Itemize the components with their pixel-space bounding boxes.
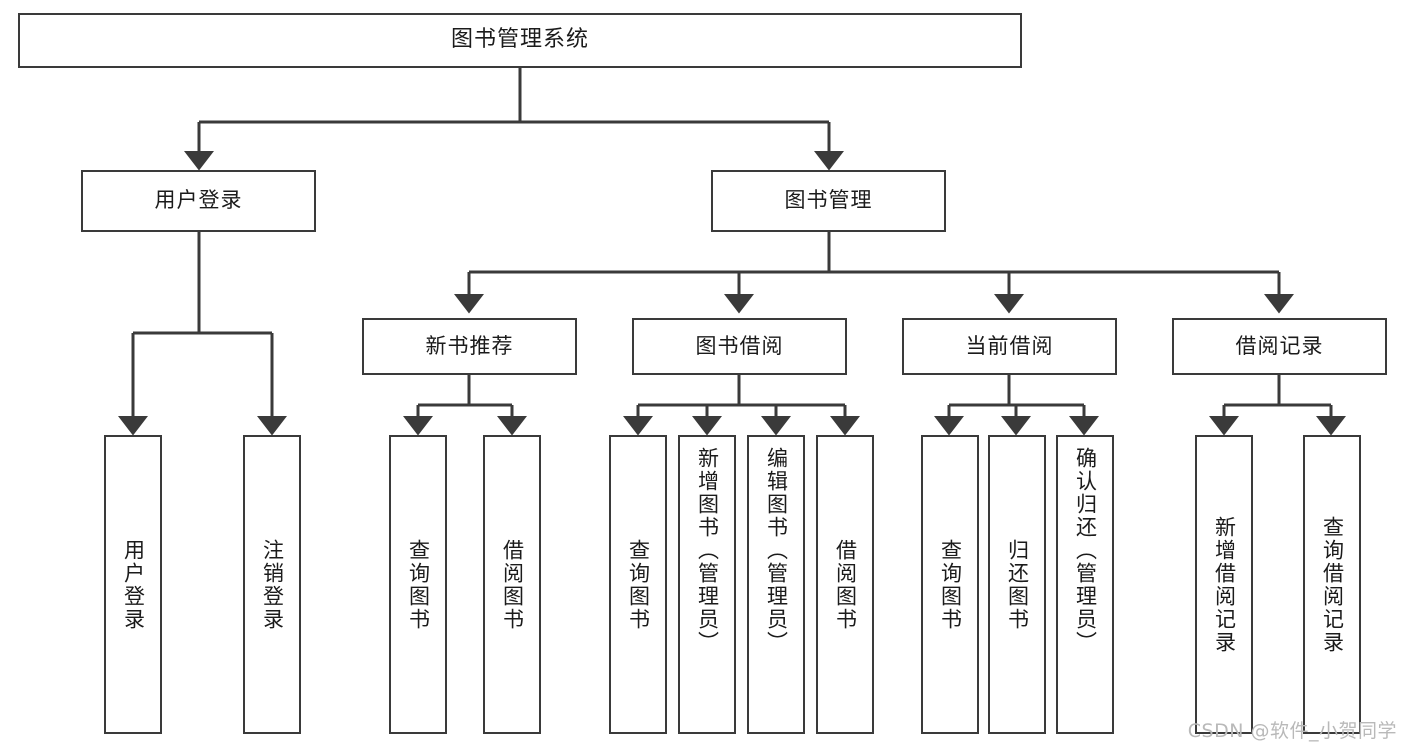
leaf-current-confirm-return-admin[interactable]: 确认归还（管理员） bbox=[1056, 435, 1114, 734]
node-label: 借阅图书 bbox=[833, 538, 858, 631]
leaf-recommend-query-book[interactable]: 查询图书 bbox=[389, 435, 447, 734]
node-root-system[interactable]: 图书管理系统 bbox=[18, 13, 1022, 68]
node-label: 当前借阅 bbox=[965, 333, 1054, 358]
leaf-current-return-book[interactable]: 归还图书 bbox=[988, 435, 1046, 734]
leaf-user-login[interactable]: 用户登录 bbox=[104, 435, 162, 734]
node-label: 图书管理系统 bbox=[450, 27, 589, 53]
leaf-borrow-borrow-book[interactable]: 借阅图书 bbox=[816, 435, 874, 734]
leaf-record-add-borrow-record[interactable]: 新增借阅记录 bbox=[1195, 435, 1253, 734]
node-label: 编辑图书（管理员） bbox=[764, 447, 789, 654]
node-label: 新增借阅记录 bbox=[1212, 515, 1237, 654]
leaf-borrow-edit-book-admin[interactable]: 编辑图书（管理员） bbox=[747, 435, 805, 734]
node-label: 用户登录 bbox=[121, 538, 146, 631]
node-label: 查询图书 bbox=[406, 538, 431, 631]
node-label: 归还图书 bbox=[1005, 538, 1030, 631]
leaf-current-query-book[interactable]: 查询图书 bbox=[921, 435, 979, 734]
node-label: 图书管理 bbox=[784, 188, 873, 213]
node-current-borrow[interactable]: 当前借阅 bbox=[902, 318, 1117, 375]
leaf-logout[interactable]: 注销登录 bbox=[243, 435, 301, 734]
leaf-record-query-borrow-record[interactable]: 查询借阅记录 bbox=[1303, 435, 1361, 734]
node-label: 查询借阅记录 bbox=[1320, 515, 1345, 654]
leaf-recommend-borrow-book[interactable]: 借阅图书 bbox=[483, 435, 541, 734]
node-label: 用户登录 bbox=[154, 188, 243, 213]
leaf-borrow-add-book-admin[interactable]: 新增图书（管理员） bbox=[678, 435, 736, 734]
node-label: 图书借阅 bbox=[695, 333, 784, 358]
node-label: 注销登录 bbox=[260, 538, 285, 631]
node-new-book-recommend[interactable]: 新书推荐 bbox=[362, 318, 577, 375]
node-label: 借阅图书 bbox=[500, 538, 525, 631]
node-label: 查询图书 bbox=[938, 538, 963, 631]
node-label: 确认归还（管理员） bbox=[1073, 447, 1098, 654]
node-label: 新书推荐 bbox=[425, 333, 514, 358]
node-label: 新增图书（管理员） bbox=[695, 447, 720, 654]
node-borrow-record[interactable]: 借阅记录 bbox=[1172, 318, 1387, 375]
node-book-borrow[interactable]: 图书借阅 bbox=[632, 318, 847, 375]
node-book-management-module[interactable]: 图书管理 bbox=[711, 170, 946, 232]
node-label: 查询图书 bbox=[626, 538, 651, 631]
leaf-borrow-query-book[interactable]: 查询图书 bbox=[609, 435, 667, 734]
node-label: 借阅记录 bbox=[1235, 333, 1324, 358]
node-user-login-module[interactable]: 用户登录 bbox=[81, 170, 316, 232]
